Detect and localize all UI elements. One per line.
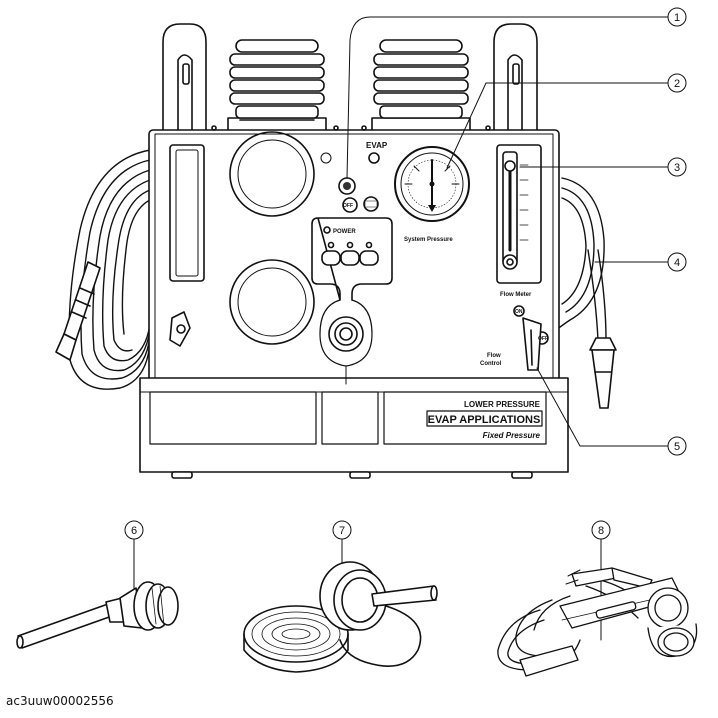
lower-port-ring [229,259,315,345]
hose-coupler [55,261,101,361]
power-cable-accessory [497,567,698,677]
flow-control-label-line2: Control [480,361,502,367]
callout-6: 6 [131,525,137,537]
figure-code: ac3uuw00002556 [6,694,114,708]
fixed-pressure-label: Fixed Pressure [483,431,541,440]
callout-markers [124,7,687,540]
callout-2: 2 [674,78,680,90]
system-pressure-label: System Pressure [404,237,453,243]
adapter-accessory [16,581,179,649]
right-handle [493,23,538,131]
callout-7: 7 [339,525,345,537]
valve-on-label: ON [515,309,523,315]
system-pressure-gauge [394,146,470,222]
flow-meter [496,144,542,284]
cap-adapter-accessory [243,561,438,673]
callout-8: 8 [598,525,604,537]
base-panel-right [383,391,547,445]
flow-meter-label: Flow Meter [500,292,532,298]
flow-control-label-line1: Flow [487,353,501,359]
left-fan-fins [227,39,327,133]
evap-label: EVAP [366,141,388,150]
upper-port-ring [229,131,315,217]
power-label: POWER [333,229,356,235]
reset-button[interactable] [359,250,379,266]
lower-pressure-label: LOWER PRESSURE [464,400,541,409]
power-switch[interactable] [338,177,358,213]
callout-1: 1 [674,12,680,24]
evap-tester-unit: EVAP OFF POWER [55,23,617,479]
hose-nozzle [589,337,617,409]
callout-5: 5 [674,441,680,453]
leak-test-button[interactable] [340,250,360,266]
side-latch [169,311,191,347]
left-coiled-hose [68,149,151,390]
evap-applications-label: EVAP APPLICATIONS [428,414,541,426]
base-panel-left [149,391,317,445]
right-fan-fins [371,39,471,133]
callout-4: 4 [674,257,680,269]
test-button[interactable] [321,250,341,266]
callout-leaders [133,16,669,641]
left-handle [162,23,207,131]
valve-off-label: OFF [538,336,548,342]
callout-3: 3 [674,162,680,174]
control-panel: POWER [311,217,393,385]
off-label: OFF [343,203,353,209]
base-panel-middle [321,391,379,445]
reservoir-window [169,144,205,282]
outlet-fitting [328,316,364,352]
